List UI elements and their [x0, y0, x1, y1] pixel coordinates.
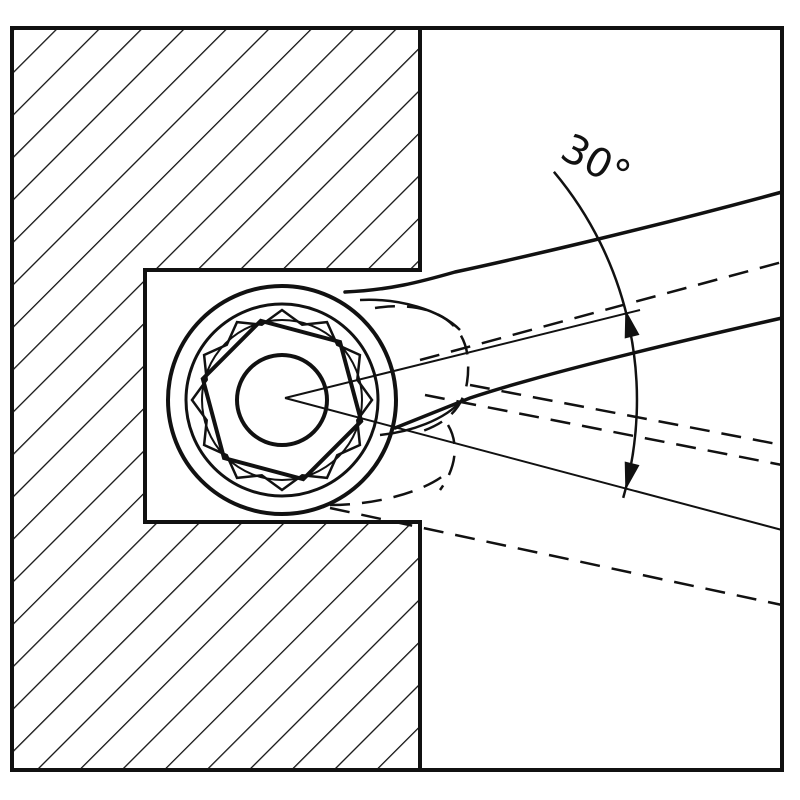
- centerlines: [284, 309, 783, 531]
- arrow-bottom-icon: [624, 461, 640, 491]
- hatched-wall: [10, 26, 422, 772]
- wrench-serrations: [190, 308, 374, 492]
- hex-nut: [200, 318, 364, 482]
- angle-dimension: [552, 170, 640, 499]
- wrench-handle-solid: [343, 190, 784, 430]
- wrench-ring-head: [166, 284, 398, 516]
- wrench-alternate-dashed: [329, 260, 783, 607]
- arrow-top-icon: [624, 309, 640, 339]
